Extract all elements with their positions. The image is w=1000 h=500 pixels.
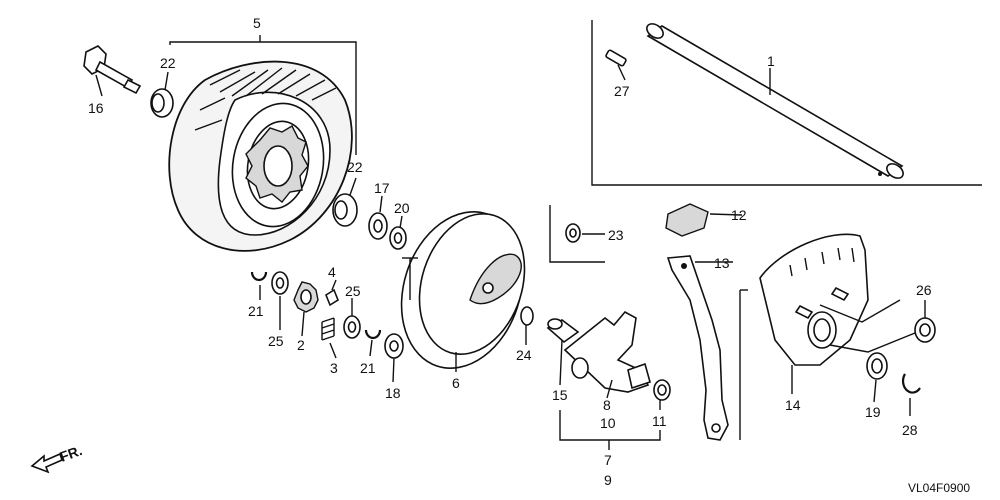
callout-27: 27: [614, 83, 630, 99]
callout-20: 20: [394, 200, 410, 216]
callout-14: 14: [785, 397, 801, 413]
lock-nut-26[interactable]: [914, 317, 936, 343]
collar-11[interactable]: [653, 379, 671, 401]
washer-19[interactable]: [866, 352, 888, 380]
snap-ring-28[interactable]: [901, 373, 921, 394]
adjuster-lever[interactable]: [666, 255, 729, 441]
pinion-gear[interactable]: [293, 281, 319, 313]
callout-8: 8: [603, 397, 611, 413]
callout-21-right: 21: [360, 360, 376, 376]
axle-kit-frame: [591, 20, 982, 186]
wheel-collar-outer[interactable]: [150, 88, 174, 118]
pivot-collar-15[interactable]: [546, 318, 580, 344]
callout-6: 6: [452, 375, 460, 391]
callout-25-left: 25: [268, 333, 284, 349]
callout-5: 5: [253, 15, 261, 31]
callout-1: 1: [767, 53, 775, 69]
callout-23: 23: [608, 227, 624, 243]
callout-22-inner: 22: [347, 159, 363, 175]
callout-24: 24: [516, 347, 532, 363]
collar-23[interactable]: [565, 223, 581, 243]
callout-11: 11: [652, 413, 667, 429]
washer-18[interactable]: [384, 333, 404, 359]
circlip-21-right[interactable]: [364, 329, 382, 340]
callout-4: 4: [328, 264, 336, 280]
callout-26: 26: [916, 282, 932, 298]
pawl[interactable]: [325, 288, 339, 307]
height-adjust-bracket[interactable]: [563, 310, 651, 393]
washer-17[interactable]: [368, 212, 388, 240]
callout-22-top: 22: [160, 55, 176, 71]
callout-21-left: 21: [248, 303, 264, 319]
callout-2: 2: [297, 337, 305, 353]
wheel-bolt[interactable]: [83, 45, 142, 95]
callout-12: 12: [731, 207, 747, 223]
circlip-21-left[interactable]: [250, 271, 268, 282]
callout-19: 19: [865, 404, 881, 420]
front-marker-label: FR.: [58, 442, 85, 465]
leader-lines: [95, 35, 926, 450]
roll-pin[interactable]: [605, 49, 627, 67]
callout-7: 7: [604, 452, 612, 468]
callout-13: 13: [714, 255, 730, 271]
collar-24[interactable]: [520, 306, 534, 326]
callout-17: 17: [374, 180, 390, 196]
collar-23-frame: [549, 205, 605, 263]
washer-25-left[interactable]: [271, 271, 289, 295]
washer-20[interactable]: [389, 226, 407, 250]
callout-15: 15: [552, 387, 568, 403]
spring[interactable]: [321, 317, 335, 341]
callout-3: 3: [330, 360, 338, 376]
wheel-tire[interactable]: [168, 60, 353, 252]
callout-labels: 1 2 3 4 5 6 7 8 9 10 11 12 13 14 15 16 1…: [88, 15, 932, 488]
callout-16: 16: [88, 100, 104, 116]
callout-18: 18: [385, 385, 401, 401]
wheel-collar-inner[interactable]: [332, 193, 358, 227]
callout-10: 10: [600, 415, 616, 431]
wheel-cover[interactable]: [382, 196, 542, 384]
front-direction-arrow: [30, 452, 63, 474]
callout-25-right: 25: [345, 283, 361, 299]
lever-grip[interactable]: [665, 203, 709, 237]
axle-shaft[interactable]: [644, 21, 906, 181]
diagram-code: VL04F0900: [908, 481, 970, 495]
washer-25-right[interactable]: [343, 315, 361, 339]
callout-28: 28: [902, 422, 918, 438]
callout-9: 9: [604, 472, 612, 488]
dust-guard-plate[interactable]: [759, 233, 869, 366]
